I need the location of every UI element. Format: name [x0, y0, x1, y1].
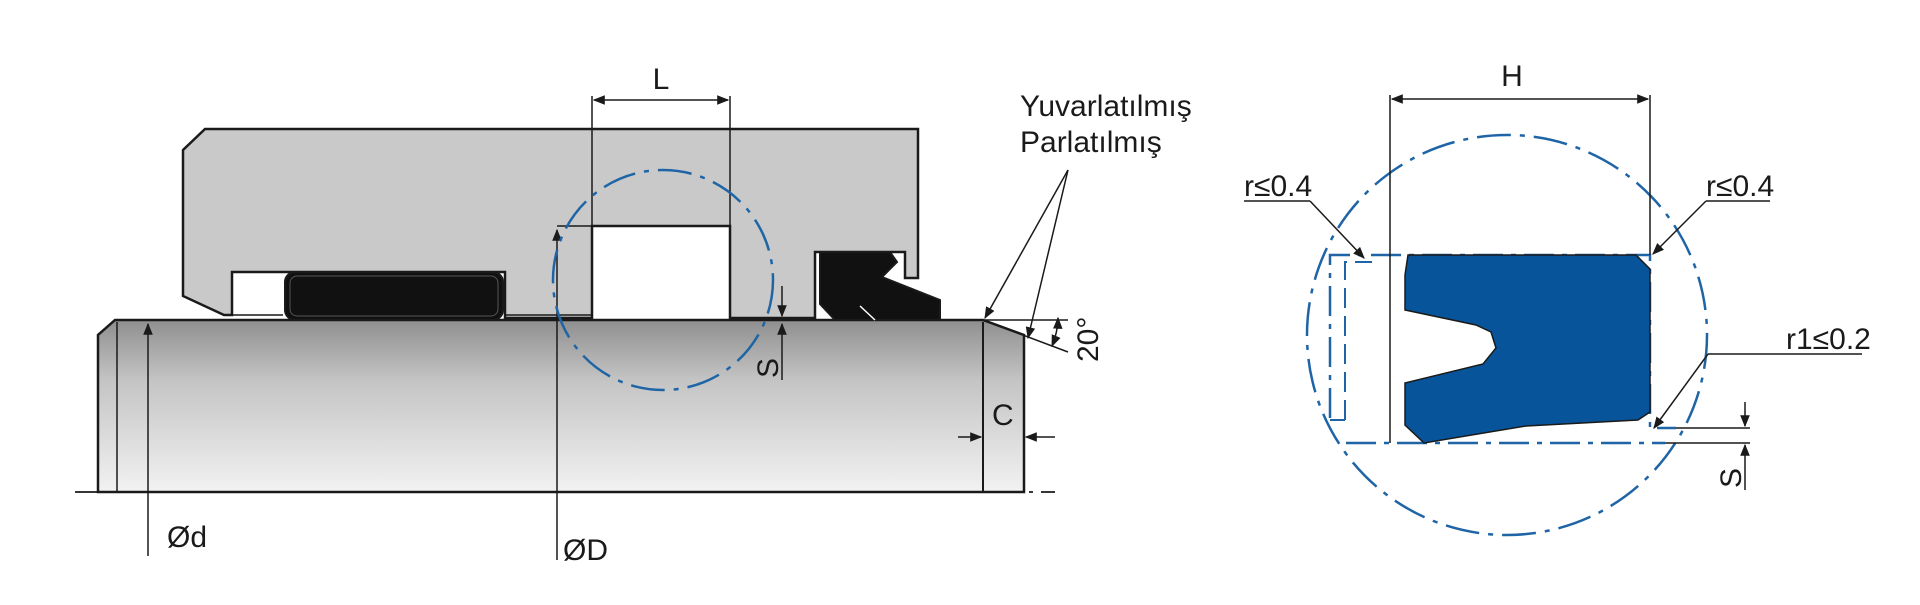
dim-C-label: C: [992, 399, 1014, 432]
detail-circle: [1305, 133, 1709, 537]
note-line-2: Parlatılmış: [1020, 126, 1162, 159]
groove-outline-inner: [1344, 261, 1372, 420]
note-leader-2: [1025, 169, 1069, 340]
r1-leader: [1653, 353, 1709, 429]
note-leader-1: [984, 169, 1069, 320]
detail-marker-circle: [551, 168, 775, 392]
note-line-1: Yuvarlatılmış: [1020, 90, 1192, 123]
s-detail-label: S: [1715, 468, 1748, 488]
r-right-label: r≤0.4: [1706, 170, 1774, 203]
u-cup-seal: [1404, 254, 1651, 444]
r1-label: r1≤0.2: [1786, 323, 1871, 356]
angle-label: 20°: [1072, 317, 1105, 362]
shaft: [96, 318, 1026, 494]
dim-d-label: Ød: [167, 521, 207, 554]
angle-arc: [1051, 316, 1063, 348]
guide-ring-inner: [289, 275, 499, 317]
dim-S-label: S: [752, 358, 785, 378]
guide-ring: [284, 271, 504, 321]
r-left-leader: [1309, 200, 1365, 259]
r-left-label: r≤0.4: [1244, 170, 1312, 203]
dim-L-label: L: [653, 63, 670, 96]
dim-H-label: H: [1501, 60, 1523, 93]
dim-D-label: ØD: [563, 534, 608, 567]
wiper-seal: [819, 251, 941, 321]
r-right-leader: [1652, 200, 1707, 255]
wiper-seal-detail: [859, 305, 876, 321]
